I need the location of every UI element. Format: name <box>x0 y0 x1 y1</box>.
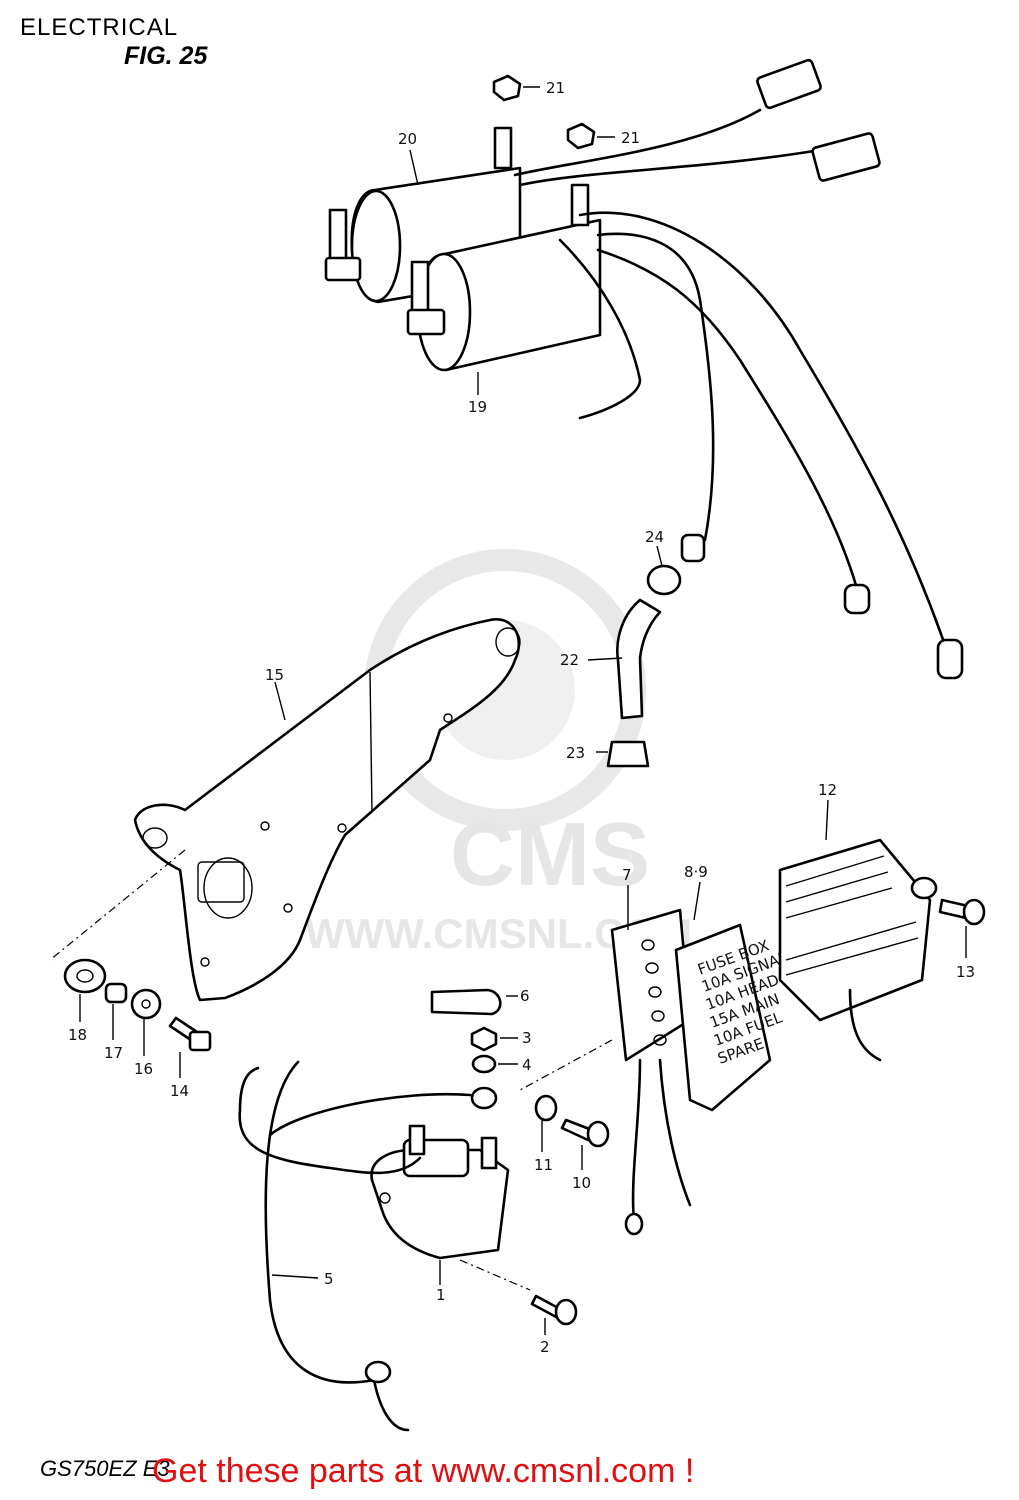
washer-16 <box>130 988 162 1020</box>
callout-22: 22 <box>560 651 579 669</box>
screw-10 <box>560 1118 610 1148</box>
callout-18: 17 <box>104 1044 123 1062</box>
callout-21b: 21 <box>621 129 640 147</box>
callout-10: 10 <box>572 1174 591 1192</box>
section-title: ELECTRICAL <box>20 14 179 41</box>
starter-lead-wire-2 <box>268 1092 472 1137</box>
callout-11: 11 <box>534 1156 553 1174</box>
ignition-coil-19 <box>406 183 602 372</box>
callout-24: 24 <box>645 528 664 546</box>
callout-19: 19 <box>468 398 487 416</box>
fuse-box-wires <box>631 1058 692 1222</box>
bracket-14 <box>133 618 521 1002</box>
grommet-17 <box>63 958 107 994</box>
callout-5: 5 <box>324 1270 334 1288</box>
callout-1: 1 <box>436 1286 446 1304</box>
screw-13 <box>938 898 986 926</box>
fuse-box: FUSE BOX 10A SIGNAL 10A HEAD 15A MAIN 10… <box>610 908 790 1112</box>
starter-lead-wire <box>238 1066 422 1175</box>
callout-labels: 21 21 20 19 15 24 22 23 12 7 8·9 13 6 3 … <box>68 79 975 1356</box>
callout-23: 23 <box>566 744 585 762</box>
coil-nut-21b <box>566 122 596 150</box>
callout-3: 3 <box>522 1029 532 1047</box>
callout-21a: 21 <box>546 79 565 97</box>
callout-7: 7 <box>622 866 632 884</box>
callout-17: 18 <box>68 1026 87 1044</box>
nut-3 <box>470 1026 498 1052</box>
callout-4: 4 <box>522 1056 532 1074</box>
terminal-cover-6 <box>430 988 502 1016</box>
leader-lines <box>79 86 967 1335</box>
leader-fuse-box <box>519 1039 613 1091</box>
terminal-eye-top <box>470 1086 498 1110</box>
spark-plug-cap <box>606 564 682 768</box>
promo-link[interactable]: Get these parts at www.cmsnl.com ! <box>152 1452 695 1490</box>
leader-relay-bolt <box>459 1259 531 1291</box>
coil-nut-21a <box>492 74 522 102</box>
callout-20: 20 <box>398 130 417 148</box>
coil-wiring-harness <box>513 58 964 680</box>
leader-bracket-mount <box>49 849 186 961</box>
callout-16: 16 <box>134 1060 153 1078</box>
battery-cable-5 <box>264 1060 410 1432</box>
regulator-wire <box>848 988 882 1062</box>
figure-label: FIG. 25 <box>124 42 208 70</box>
bolt-15 <box>168 1016 212 1052</box>
callout-2: 2 <box>540 1338 550 1356</box>
watermark-brand: CMS <box>450 805 650 905</box>
callout-15: 14 <box>170 1082 189 1100</box>
model-code: GS750EZ E3 <box>40 1456 170 1481</box>
callout-6: 6 <box>520 987 530 1005</box>
bolt-2 <box>530 1294 578 1326</box>
fuse-wire-eye <box>624 1212 644 1236</box>
starter-relay <box>370 1124 510 1260</box>
regulator-rectifier <box>778 838 938 1022</box>
battery-cable-eye <box>364 1360 392 1384</box>
callout-13: 13 <box>956 963 975 981</box>
callout-12: 12 <box>818 781 837 799</box>
callout-14: 15 <box>265 666 284 684</box>
callout-8-9: 8·9 <box>684 863 708 881</box>
washer-4 <box>471 1054 497 1074</box>
washer-11 <box>534 1094 558 1122</box>
spacer-18 <box>104 982 128 1004</box>
